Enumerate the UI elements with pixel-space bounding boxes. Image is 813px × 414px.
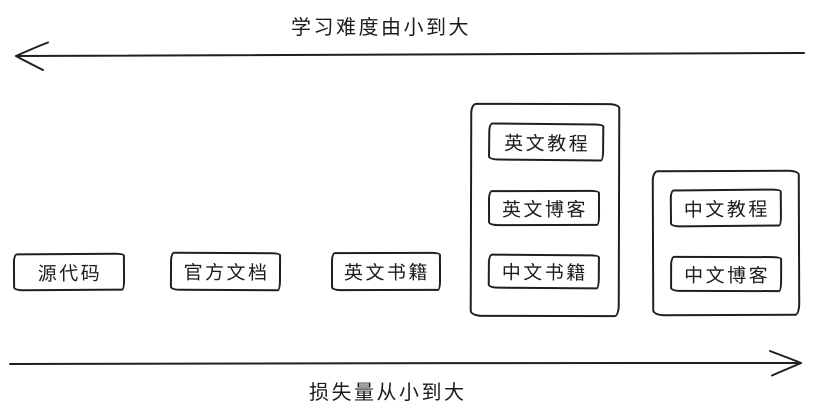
box-chinese-books-label: 中文书籍 [501,262,588,285]
box-chinese-tutorials-label: 中文教程 [683,199,770,221]
box-english-blogs: 英文博客 [487,189,601,227]
box-source-code-label: 源代码 [37,263,103,285]
box-source-code: 源代码 [12,252,126,292]
top-axis-label: 学习难度由小到大 [291,17,471,39]
box-english-tutorials-label: 英文教程 [504,133,591,155]
bottom-axis-label: 损失量从小到大 [309,382,467,404]
box-chinese-tutorials: 中文教程 [669,188,783,228]
box-chinese-blogs-label: 中文博客 [684,265,771,287]
group-chinese-resources: 中文教程 中文博客 [651,169,801,317]
box-english-tutorials: 英文教程 [487,122,605,162]
box-english-books-label: 英文书籍 [343,262,431,285]
box-official-docs-label: 官方文档 [183,262,270,285]
group-english-resources: 英文教程 英文博客 中文书籍 [469,102,621,318]
bottom-arrow-right-icon [9,350,802,377]
box-chinese-blogs: 中文博客 [670,255,783,293]
box-english-books: 英文书籍 [330,251,442,292]
top-arrow-left-icon [15,41,805,71]
box-english-blogs-label: 英文博客 [501,199,589,221]
box-chinese-books: 中文书籍 [487,253,600,290]
box-official-docs: 官方文档 [169,251,282,292]
